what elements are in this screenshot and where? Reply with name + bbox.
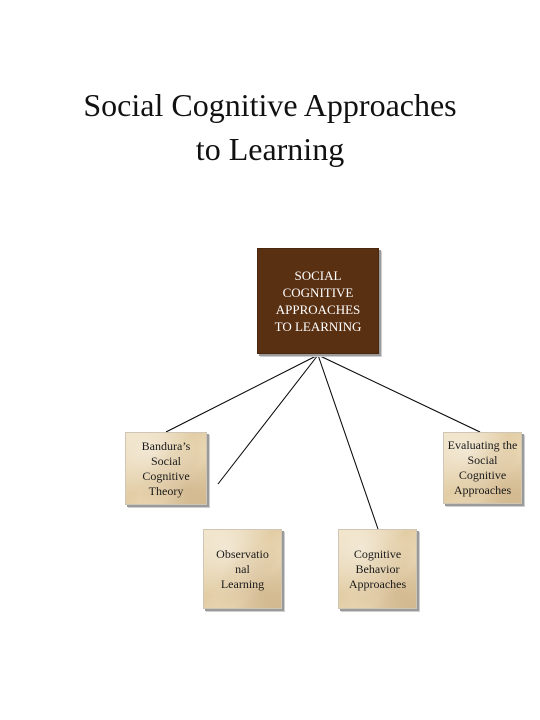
- page-title: Social Cognitive Approaches to Learning: [83, 87, 457, 167]
- node-observational-learning: Observatio nal Learning: [203, 529, 282, 609]
- connector-line-bandura: [165, 354, 319, 433]
- node-evaluating-social-cognitive-approaches: Evaluating the Social Cognitive Approach…: [443, 432, 522, 504]
- node-banduras-social-cognitive-theory: Bandura’s Social Cognitive Theory: [125, 432, 207, 505]
- node-label: Bandura’s Social Cognitive Theory: [141, 438, 191, 498]
- node-label: Cognitive Behavior Approaches: [348, 546, 407, 591]
- node-cognitive-behavior-approaches: Cognitive Behavior Approaches: [338, 529, 417, 609]
- node-label: Evaluating the Social Cognitive Approach…: [447, 438, 518, 497]
- connector-line-cognitive-behavior: [317, 354, 379, 530]
- root-node-label: SOCIAL COGNITIVE APPROACHES TO LEARNING: [274, 268, 362, 334]
- connector-line-observational: [217, 354, 319, 485]
- connector-line-evaluating: [317, 354, 481, 433]
- root-node: SOCIAL COGNITIVE APPROACHES TO LEARNING: [257, 248, 379, 354]
- node-label: Observatio nal Learning: [216, 546, 269, 591]
